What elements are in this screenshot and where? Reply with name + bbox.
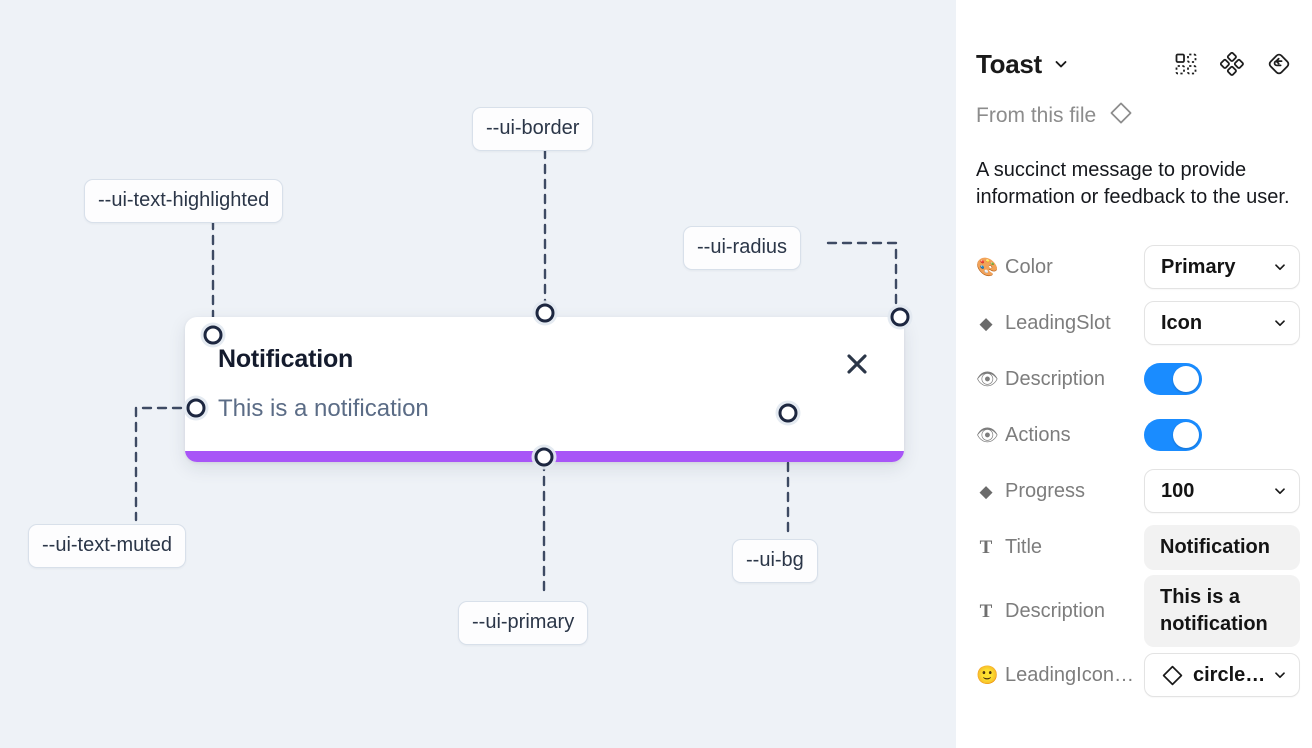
property-name: Color xyxy=(1005,255,1053,278)
property-control xyxy=(1144,419,1292,451)
property-control xyxy=(1144,363,1292,395)
token-chip-ui-text-muted[interactable]: --ui-text-muted xyxy=(28,524,187,568)
actions-toggle[interactable] xyxy=(1144,419,1202,451)
description-input[interactable]: This is a notification xyxy=(1144,575,1300,647)
property-name: Title xyxy=(1005,535,1043,558)
color-select[interactable]: Primary xyxy=(1144,245,1300,289)
property-row-leadingicon: 🙂 LeadingIcon… circle… xyxy=(976,647,1300,703)
palette-icon: 🎨 xyxy=(976,257,999,277)
description-toggle[interactable] xyxy=(1144,363,1202,395)
leadingicon-select[interactable]: circle… xyxy=(1144,653,1300,697)
chevron-down-icon[interactable] xyxy=(1053,56,1069,72)
chevron-down-icon xyxy=(1273,316,1287,330)
property-row-title: T Title Notification xyxy=(976,519,1300,575)
title-input[interactable]: Notification xyxy=(1144,524,1300,570)
property-row-description-visibility: 👁 Description xyxy=(976,351,1292,407)
handle-bg[interactable] xyxy=(778,403,798,423)
chevron-down-icon xyxy=(1273,484,1287,498)
reset-instance-icon[interactable] xyxy=(1266,51,1292,77)
handle-text-highlighted[interactable] xyxy=(203,325,223,345)
property-rows: 🎨 Color Primary ◆ LeadingSlot xyxy=(976,239,1300,703)
property-name: LeadingIcon… xyxy=(1005,663,1134,686)
property-row-actions-visibility: 👁 Actions xyxy=(976,407,1292,463)
handle-radius[interactable] xyxy=(890,307,910,327)
token-chip-ui-bg[interactable]: --ui-bg xyxy=(732,539,818,583)
chevron-down-icon xyxy=(1273,668,1287,682)
text-icon: T xyxy=(979,600,993,622)
variants-icon[interactable] xyxy=(1220,52,1244,76)
diamond-icon: ◆ xyxy=(979,481,993,501)
property-control: circle… xyxy=(1144,653,1300,697)
panel-header: Toast xyxy=(976,0,1292,92)
handle-text-muted[interactable] xyxy=(186,398,206,418)
property-control: Icon xyxy=(1144,301,1300,345)
diamond-icon: ◆ xyxy=(979,313,993,333)
toast-preview-card[interactable]: Notification This is a notification xyxy=(185,317,904,462)
property-name: LeadingSlot xyxy=(1005,311,1111,334)
chevron-down-icon xyxy=(1273,260,1287,274)
progress-select-value: 100 xyxy=(1161,479,1195,502)
property-row-progress: ◆ Progress 100 xyxy=(976,463,1300,519)
property-control: Notification xyxy=(1144,524,1300,570)
close-icon[interactable] xyxy=(840,347,874,381)
property-control: Primary xyxy=(1144,245,1300,289)
leadingslot-select[interactable]: Icon xyxy=(1144,301,1300,345)
property-row-color: 🎨 Color Primary xyxy=(976,239,1300,295)
property-label-description-text: T Description xyxy=(976,600,1144,623)
property-label-description: 👁 Description xyxy=(976,368,1144,391)
design-canvas[interactable]: Notification This is a notification --ui… xyxy=(0,0,956,748)
property-name: Progress xyxy=(1005,479,1086,502)
handle-primary[interactable] xyxy=(534,447,554,467)
component-set-icon[interactable] xyxy=(1174,52,1198,76)
property-control: 100 xyxy=(1144,469,1300,513)
handle-border[interactable] xyxy=(535,303,555,323)
color-select-value: Primary xyxy=(1161,255,1236,278)
component-description: A succinct message to provide informatio… xyxy=(976,159,1290,208)
properties-panel: Toast xyxy=(956,0,1312,748)
from-this-file-label: From this file xyxy=(976,103,1097,127)
property-label-leadingicon: 🙂 LeadingIcon… xyxy=(976,664,1144,687)
progress-select[interactable]: 100 xyxy=(1144,469,1300,513)
token-chip-ui-text-highlighted[interactable]: --ui-text-highlighted xyxy=(84,179,284,223)
property-name: Description xyxy=(1005,367,1106,390)
property-label-progress: ◆ Progress xyxy=(976,480,1144,503)
toast-description: This is a notification xyxy=(218,395,429,422)
text-icon: T xyxy=(979,536,993,558)
property-row-description-text: T Description This is a notification xyxy=(976,575,1300,647)
leadingicon-select-value: circle… xyxy=(1193,663,1266,686)
token-chip-ui-radius[interactable]: --ui-radius xyxy=(683,226,802,270)
from-this-file-row[interactable]: From this file xyxy=(976,100,1292,131)
token-chip-ui-primary[interactable]: --ui-primary xyxy=(458,601,589,645)
property-label-leadingslot: ◆ LeadingSlot xyxy=(976,312,1144,335)
toast-title: Notification xyxy=(218,345,354,373)
property-name: Actions xyxy=(1005,423,1071,446)
property-control: This is a notification xyxy=(1144,575,1300,647)
header-icon-group xyxy=(1174,51,1292,77)
token-chip-ui-border[interactable]: --ui-border xyxy=(472,107,594,151)
property-row-leadingslot: ◆ LeadingSlot Icon xyxy=(976,295,1300,351)
eye-icon: 👁 xyxy=(976,369,999,389)
property-name: Description xyxy=(1005,599,1106,622)
diamond-icon xyxy=(1108,100,1134,131)
page-title: Toast xyxy=(976,48,1042,79)
diamond-icon xyxy=(1161,664,1184,687)
leadingslot-select-value: Icon xyxy=(1161,311,1203,334)
smiley-icon: 🙂 xyxy=(976,665,999,685)
property-label-actions: 👁 Actions xyxy=(976,424,1144,447)
eye-icon: 👁 xyxy=(976,425,999,445)
property-label-color: 🎨 Color xyxy=(976,256,1144,279)
property-label-title: T Title xyxy=(976,536,1144,559)
